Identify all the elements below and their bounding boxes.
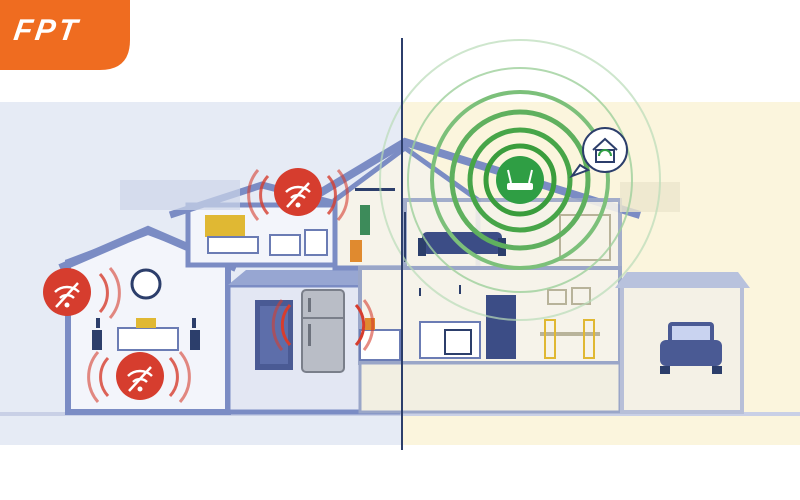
sofa-arm-left xyxy=(418,238,426,256)
car-wheel-right xyxy=(712,366,722,374)
sink xyxy=(269,234,301,256)
lamp-right xyxy=(192,318,196,328)
cat xyxy=(350,240,362,262)
nightstand-right xyxy=(190,330,200,350)
car-body xyxy=(660,340,722,366)
router-badge xyxy=(496,156,544,204)
logo-badge xyxy=(0,0,130,70)
signal-ring-3 xyxy=(449,109,591,251)
nightstand-left xyxy=(92,330,102,350)
logo-text: FPT xyxy=(11,14,83,47)
car-windshield xyxy=(672,326,710,340)
signal-ring-1 xyxy=(483,143,557,217)
wifi-off-icon xyxy=(247,168,349,221)
middle-roof xyxy=(228,270,398,285)
kettle xyxy=(365,318,375,330)
toilet xyxy=(304,229,328,256)
fridge-weak-signal xyxy=(271,299,375,351)
bathtub xyxy=(207,236,259,254)
signal-ring-2 xyxy=(467,127,573,233)
wifi-off-icon xyxy=(43,267,121,319)
dining-chair-right xyxy=(583,319,595,359)
router-icon xyxy=(507,169,533,190)
round-mirror xyxy=(130,268,162,300)
wall-frame-2 xyxy=(571,287,591,305)
smart-home-icon xyxy=(569,127,628,179)
hanging-plant xyxy=(360,205,370,235)
wifi-off-icon xyxy=(87,351,191,403)
dining-table xyxy=(540,332,600,336)
garage-roof xyxy=(615,272,750,288)
lamp-left xyxy=(96,318,100,328)
refrigerator xyxy=(301,289,345,373)
bed-pillow xyxy=(136,318,156,328)
fpt-logo xyxy=(0,0,130,70)
weak-signal-zones xyxy=(43,168,375,403)
bed xyxy=(117,327,179,351)
signal-ring-5 xyxy=(407,67,633,293)
attic-shelf xyxy=(355,188,395,191)
fridge-handle-top xyxy=(308,298,311,312)
fridge-right xyxy=(486,295,516,359)
towel xyxy=(205,215,245,237)
oven xyxy=(444,329,472,355)
signal-ring-6 xyxy=(379,39,661,321)
main-roof xyxy=(297,137,642,219)
router-signal xyxy=(379,39,661,321)
basement xyxy=(358,361,622,414)
fridge-handle-bottom xyxy=(308,324,311,346)
car-wheel-left xyxy=(660,366,670,374)
wall-frame-1 xyxy=(547,289,567,305)
dining-chair-left xyxy=(544,319,556,359)
roof-shingles-left xyxy=(120,180,240,210)
signal-ring-4 xyxy=(430,90,610,270)
